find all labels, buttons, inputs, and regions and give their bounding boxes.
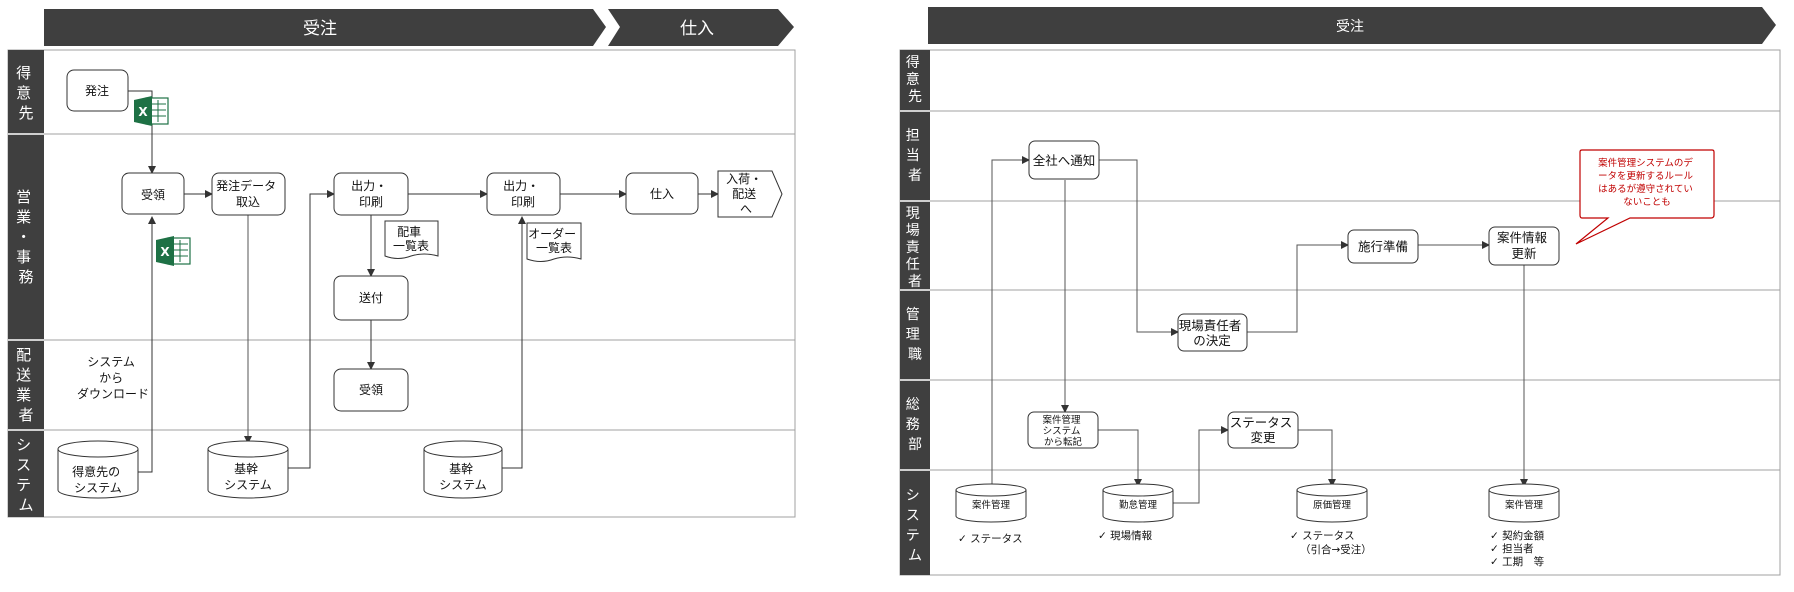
node-receive [121, 172, 185, 215]
node-notify-label: 全社へ通知 [1033, 153, 1096, 168]
db-case-management-2: 案件管理 [1488, 483, 1560, 523]
doc-order-list-label: オーダー 一覧表 [528, 226, 580, 255]
lane-label-system-right: シ ス テ ム [906, 488, 924, 564]
excel-icon: X [134, 96, 169, 126]
header-band-order-right [928, 7, 1776, 44]
lane-label-site-manager: 現 場 責 任 者 [906, 206, 924, 290]
arrow-attend-to-status [1173, 426, 1229, 504]
node-arrival-label: 入荷・ 配送 へ [726, 172, 766, 216]
db-core-system-2: 基幹 システム [423, 440, 503, 499]
db-case-management-2-label: 案件管理 [1505, 499, 1544, 511]
arrow-transfer-to-attend [1098, 429, 1142, 487]
lane-label-general-affairs: 総 務 部 [906, 397, 924, 453]
db-customer-system-label: 得意先の システム [72, 464, 124, 495]
lane-header-column-right [900, 50, 930, 575]
db-core-system-1-label: 基幹 システム [224, 461, 272, 492]
db-core-system-2-label: 基幹 システム [439, 461, 487, 492]
node-import-label: 発注データ 取込 [216, 178, 280, 209]
node-send [333, 275, 409, 321]
svg-text:X: X [160, 245, 170, 259]
db-cost-management-label: 原価管理 [1313, 499, 1352, 511]
node-update-label: 案件情報 更新 [1497, 230, 1551, 261]
node-print2 [486, 172, 561, 216]
node-transfer [1027, 411, 1099, 449]
header-band-purchase [608, 9, 794, 46]
node-receive2-label: 受領 [359, 382, 383, 397]
svg-text:X: X [138, 105, 148, 119]
node-receive-label: 受領 [141, 187, 165, 202]
arrow-order-to-receive [128, 90, 156, 174]
arrow-notify-to-decide [1099, 159, 1179, 336]
node-decide-label: 現場責任者 の決定 [1179, 318, 1246, 348]
lane-label-customer: 得 意 先 [16, 64, 36, 122]
lane-header-column [8, 50, 44, 517]
node-print1-label: 出力・ 印刷 [351, 179, 391, 209]
doc-dispatch-list-label: 配車 一覧表 [393, 225, 429, 253]
node-print2-label: 出力・ 印刷 [503, 179, 543, 209]
doc-dispatch-list [384, 220, 439, 259]
header-order-label: 受注 [303, 19, 337, 39]
lane-label-person: 担 当 者 [906, 128, 924, 184]
node-update [1488, 226, 1560, 266]
header-order-right-label: 受注 [1336, 19, 1364, 35]
node-order-placed [66, 69, 129, 112]
node-import [211, 172, 286, 216]
db-attendance-management-label: 勤怠管理 [1119, 499, 1158, 511]
node-prepare-label: 施行準備 [1358, 239, 1408, 254]
db-case-management-1: 案件管理 [955, 483, 1027, 523]
node-order-placed-label: 発注 [85, 83, 109, 98]
node-receive2 [333, 368, 409, 412]
node-status-change [1227, 411, 1299, 449]
download-note: システム から ダウンロード [77, 355, 149, 401]
db-core-system-1: 基幹 システム [207, 440, 289, 499]
node-transfer-label: 案件管理 システム から転記 [1042, 414, 1083, 448]
node-purchase-label: 仕入 [650, 187, 674, 201]
note-cost: ✓ ステータス （引合→受注） [1290, 530, 1372, 556]
note-case1: ✓ ステータス [958, 533, 1023, 545]
node-print1 [333, 172, 409, 216]
arrow-status-to-cost [1298, 429, 1336, 487]
lane-label-system: シ ス テ ム [16, 436, 36, 514]
lane-label-sales: 営 業 ・ 事 務 [16, 188, 36, 286]
arrow-core2-to-print2 [502, 216, 526, 469]
arrow-decide-to-prepare [1247, 241, 1349, 333]
left-diagram: 受注 仕入 得 意 先 営 業 ・ 事 務 配 送 業 者 [7, 9, 796, 518]
node-prepare [1347, 229, 1419, 264]
note-case2: ✓ 契約金額 ✓ 担当者 ✓ 工期 等 [1490, 529, 1547, 568]
arrow-case-db-to-notify [991, 156, 1030, 490]
note-attend: ✓ 現場情報 [1098, 529, 1153, 542]
db-case-management-1-label: 案件管理 [972, 499, 1011, 511]
excel-icon: X [156, 236, 191, 266]
doc-order-list [526, 222, 582, 262]
db-attendance-management: 勤怠管理 [1102, 483, 1174, 523]
db-cost-management: 原価管理 [1296, 483, 1368, 523]
right-diagram: 受注 得 意 先 担 当 者 現 場 責 任 者 管 [899, 7, 1781, 576]
callout-bubble [1575, 149, 1715, 245]
header-purchase-label: 仕入 [680, 19, 714, 39]
lane-label-management: 管 理 職 [906, 307, 924, 363]
arrow-customer-system-to-receive [138, 216, 156, 473]
node-send-label: 送付 [359, 290, 383, 305]
node-purchase [625, 172, 699, 215]
node-decide [1177, 313, 1248, 352]
node-notify [1028, 140, 1100, 180]
node-arrival [717, 170, 783, 218]
callout-text: 案件管理システムのデ ータを更新するルール はあるが遵守されてい ないことも [1598, 157, 1696, 208]
header-band-order [44, 9, 606, 46]
node-status-change-label: ステータス 変更 [1230, 415, 1297, 445]
lane-label-delivery: 配 送 業 者 [16, 346, 36, 424]
db-customer-system: 得意先の システム [57, 440, 139, 499]
arrow-core1-to-print1 [288, 190, 335, 469]
lane-label-customer-right: 得 意 先 [906, 54, 924, 105]
